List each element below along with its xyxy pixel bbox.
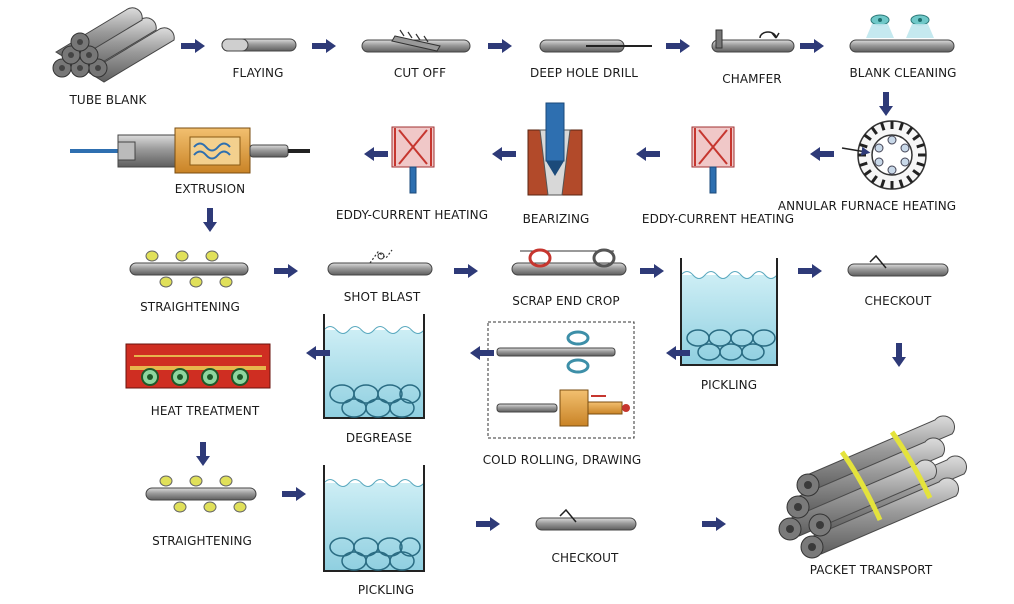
label-deep-hole-drill: DEEP HOLE DRILL bbox=[530, 66, 638, 80]
label-straightening-1: STRAIGHTENING bbox=[140, 300, 240, 314]
flow-arrow bbox=[800, 39, 824, 53]
flow-arrow bbox=[454, 264, 478, 278]
furnace-burner-mark bbox=[859, 143, 868, 149]
flow-arrow bbox=[879, 92, 893, 116]
checkout-tube-icon-1 bbox=[847, 254, 949, 277]
flow-arrow bbox=[798, 264, 822, 278]
blank-cleaning-icon bbox=[849, 14, 955, 53]
flaying-tube-icon bbox=[221, 38, 297, 52]
pickling-tank-icon-1 bbox=[680, 258, 778, 366]
label-checkout-1: CHECKOUT bbox=[864, 294, 932, 308]
label-annular-furnace-heating: ANNULAR FURNACE HEATING bbox=[777, 199, 957, 213]
flow-arrow bbox=[666, 39, 690, 53]
flow-arrow bbox=[666, 346, 690, 360]
flow-arrow bbox=[196, 442, 210, 466]
label-pickling-2: PICKLING bbox=[357, 583, 415, 597]
flow-arrow bbox=[702, 517, 726, 531]
label-cold-rolling-drawing: COLD ROLLING, DRAWING bbox=[482, 453, 642, 467]
label-tube-blank: TUBE BLANK bbox=[69, 93, 147, 107]
extrusion-press-icon bbox=[70, 127, 310, 174]
flow-arrow bbox=[203, 208, 217, 232]
label-eddy-current-heating-1: EDDY-CURRENT HEATING bbox=[335, 208, 489, 222]
heat-treatment-furnace-icon bbox=[125, 343, 271, 389]
furnace-burner-mark bbox=[898, 179, 904, 188]
scrap-end-crop-icon bbox=[511, 248, 627, 276]
annular-furnace-icon bbox=[841, 120, 927, 190]
furnace-burner-mark bbox=[912, 133, 921, 141]
checkout-tube-icon-2 bbox=[535, 508, 637, 531]
eddy-current-heater-icon-1 bbox=[391, 126, 435, 194]
furnace-burner-mark bbox=[916, 143, 925, 149]
label-shot-blast: SHOT BLAST bbox=[343, 290, 421, 304]
label-flaying: FLAYING bbox=[232, 66, 284, 80]
furnace-burner-mark bbox=[859, 161, 868, 167]
deep-hole-drill-icon bbox=[539, 39, 652, 53]
label-bearizing: BEARIZING bbox=[522, 212, 590, 226]
label-blank-cleaning: BLANK CLEANING bbox=[849, 66, 957, 80]
eddy-current-heater-icon-2 bbox=[691, 126, 735, 194]
label-chamfer: CHAMFER bbox=[722, 72, 782, 86]
furnace-burner-mark bbox=[912, 169, 921, 177]
furnace-burner-mark bbox=[880, 179, 886, 188]
label-cut-off: CUT OFF bbox=[393, 66, 447, 80]
flow-arrow bbox=[640, 264, 664, 278]
cold-rolling-drawing-icon bbox=[487, 321, 635, 439]
label-extrusion: EXTRUSION bbox=[174, 182, 246, 196]
furnace-burner-mark bbox=[916, 161, 925, 167]
chamfer-icon bbox=[711, 29, 795, 53]
flow-arrows bbox=[181, 39, 906, 531]
flow-arrow bbox=[476, 517, 500, 531]
flow-arrow bbox=[364, 147, 388, 161]
flow-arrow bbox=[470, 346, 494, 360]
pickling-tank-icon-2 bbox=[323, 465, 425, 572]
flow-arrow bbox=[810, 147, 834, 161]
label-packet-transport: PACKET TRANSPORT bbox=[809, 563, 933, 577]
furnace-burner-mark bbox=[898, 122, 904, 131]
flow-arrow bbox=[274, 264, 298, 278]
shot-blast-icon bbox=[327, 249, 433, 276]
furnace-burner-mark bbox=[906, 126, 914, 135]
packet-transport-bundle-icon bbox=[778, 415, 968, 559]
flow-arrow bbox=[892, 343, 906, 367]
degrease-tank-icon bbox=[323, 314, 425, 419]
label-eddy-current-heating-2: EDDY-CURRENT HEATING bbox=[641, 212, 795, 226]
label-heat-treatment: HEAT TREATMENT bbox=[150, 404, 260, 418]
straightening-rolls-icon-2 bbox=[145, 475, 257, 513]
flow-arrow bbox=[282, 487, 306, 501]
flow-arrow bbox=[636, 147, 660, 161]
furnace-burner-mark bbox=[863, 169, 872, 177]
label-degrease: DEGREASE bbox=[345, 431, 413, 445]
bearizing-die-icon bbox=[527, 102, 583, 196]
label-pickling-1: PICKLING bbox=[700, 378, 758, 392]
flow-arrow bbox=[181, 39, 205, 53]
furnace-burner-mark bbox=[870, 126, 878, 135]
label-straightening-2: STRAIGHTENING bbox=[152, 534, 252, 548]
flow-arrow bbox=[312, 39, 336, 53]
flow-arrow bbox=[492, 147, 516, 161]
label-scrap-end-crop: SCRAP END CROP bbox=[512, 294, 620, 308]
furnace-burner-mark bbox=[863, 133, 872, 141]
furnace-burner-mark bbox=[870, 175, 878, 184]
cut-off-tube-icon bbox=[361, 29, 471, 53]
tube-blank-bundle-icon bbox=[52, 7, 175, 83]
flow-arrow bbox=[306, 346, 330, 360]
straightening-rolls-icon-1 bbox=[129, 250, 249, 288]
flow-arrow bbox=[488, 39, 512, 53]
furnace-burner-mark bbox=[880, 122, 886, 131]
label-checkout-2: CHECKOUT bbox=[551, 551, 619, 565]
furnace-burner-mark bbox=[906, 175, 914, 184]
